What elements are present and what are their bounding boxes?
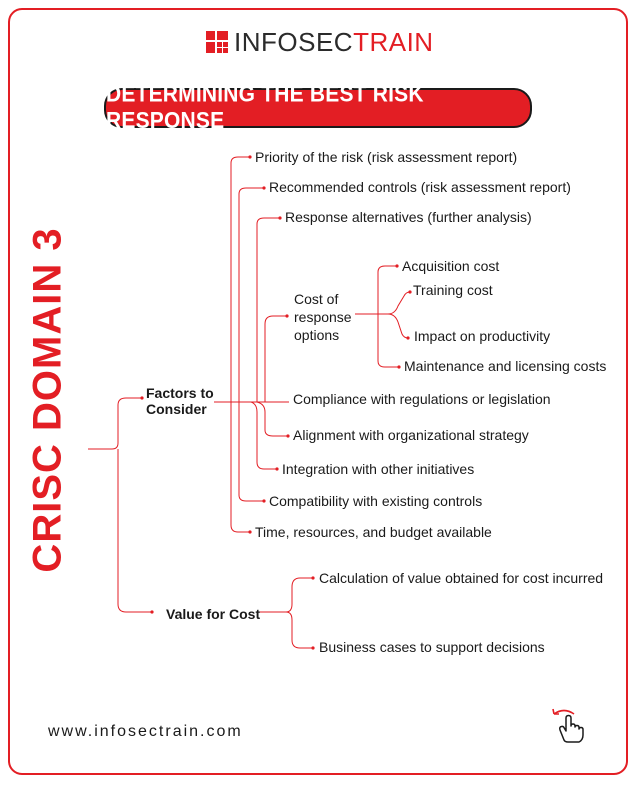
poster-frame [8,8,628,775]
item-priority-of-risk: Priority of the risk (risk assessment re… [255,149,518,165]
hand-pointer-icon [548,704,590,751]
banner-title: DETERMINING THE BEST RISK RESPONSE [106,81,424,134]
item-compatibility: Compatibility with existing controls [269,493,483,509]
node-factors-line1: Factors to [146,385,214,401]
brand-name-part2: TRAIN [353,26,434,57]
item-alignment: Alignment with organizational strategy [293,427,529,443]
infosectrain-logo-icon [206,31,228,53]
website-link[interactable]: www.infosectrain.com [48,723,243,740]
item-compliance: Compliance with regulations or legislati… [293,391,551,407]
connector-lines [88,155,412,650]
item-recommended-controls: Recommended controls (risk assessment re… [269,179,571,195]
item-training-cost: Training cost [413,282,493,298]
item-acquisition-cost: Acquisition cost [402,258,500,274]
item-impact-on-productivity: Impact on productivity [414,328,551,344]
node-value-for-cost: Value for Cost [166,606,261,622]
item-integration: Integration with other initiatives [282,461,475,477]
title-banner: DETERMINING THE BEST RISK RESPONSE [104,81,532,134]
node-cost-line3: options [294,327,340,343]
brand-logo: INFOSECTRAIN [206,27,434,58]
item-response-alternatives: Response alternatives (further analysis) [285,209,532,225]
brand-name-part1: INFOSEC [234,26,354,57]
item-business-cases: Business cases to support decisions [319,639,545,655]
item-calculation-of-value: Calculation of value obtained for cost i… [319,570,604,586]
node-factors-line2: Consider [146,401,207,417]
node-factors-to-consider: Factors to Consider [146,385,214,417]
node-cost-of-response-options: Cost of response options [294,290,352,344]
node-cost-line2: response [294,309,352,325]
brand-name: INFOSECTRAIN [234,27,434,58]
item-time-resources-budget: Time, resources, and budget available [255,524,492,540]
item-maintenance-licensing: Maintenance and licensing costs [404,358,607,374]
node-cost-line1: Cost of [294,291,339,307]
